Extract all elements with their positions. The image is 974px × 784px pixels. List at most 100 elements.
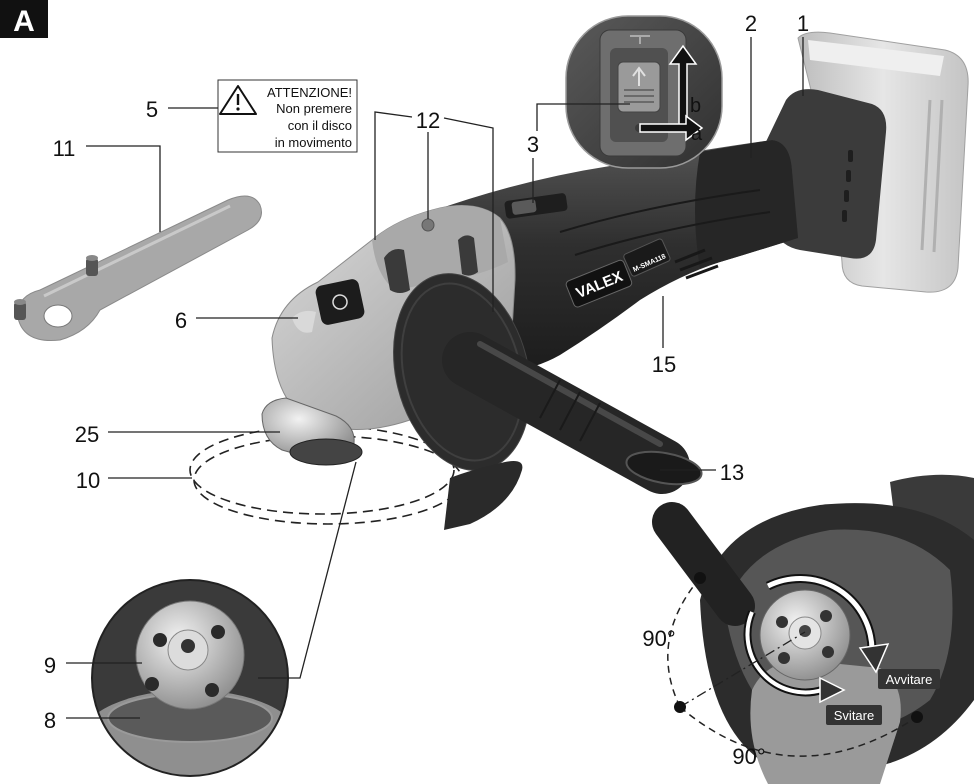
callout-10: 10 xyxy=(76,468,100,493)
vent-slot xyxy=(844,190,849,202)
inset-side-handle xyxy=(652,502,755,626)
wrench-highlight xyxy=(43,204,231,298)
power-button xyxy=(315,279,365,325)
wrench-hole xyxy=(43,304,73,328)
flange-hole xyxy=(211,625,225,639)
angle-arc xyxy=(679,706,918,757)
warning-title: ATTENZIONE! xyxy=(267,85,352,100)
callout-25: 25 xyxy=(75,422,99,447)
flange-hole xyxy=(822,646,834,658)
wrench-pin-top xyxy=(86,255,98,261)
warning-triangle-icon xyxy=(219,85,257,115)
tighten-label: Avvitare xyxy=(886,672,933,687)
angle-arc xyxy=(667,577,701,708)
flange-hole xyxy=(153,633,167,647)
callout-3: 3 xyxy=(527,132,539,157)
callout-8: 8 xyxy=(44,708,56,733)
flange-hole xyxy=(778,652,790,664)
battery-rib xyxy=(920,99,944,253)
brand-badge-box xyxy=(565,259,633,308)
head-vent xyxy=(384,249,410,293)
leader-flange-inset xyxy=(258,461,357,679)
angle-point xyxy=(674,701,686,713)
guard-lower xyxy=(444,461,523,530)
vent-slot xyxy=(842,210,847,222)
flange-nut xyxy=(289,438,363,466)
callout-11: 11 xyxy=(53,136,76,161)
wrench-pin-top xyxy=(14,299,26,305)
angle-point xyxy=(694,572,706,584)
callout-12: 12 xyxy=(416,108,440,133)
side-handle-ridges xyxy=(539,379,601,442)
leader-lines xyxy=(66,37,804,719)
vent-slot xyxy=(846,170,851,182)
angle-label: 90° xyxy=(642,626,675,651)
callout-1: 1 xyxy=(797,11,809,36)
body-groove xyxy=(674,248,719,280)
model-badge-box xyxy=(623,238,671,277)
callout-numbers: 1 2 3 5 6 8 9 10 11 12 13 15 25 xyxy=(44,11,809,733)
wrench-pin xyxy=(14,302,26,320)
battery-top xyxy=(808,40,944,76)
mounting-inset: 90° 90° Avvitare Svitare xyxy=(642,474,974,784)
power-button-body xyxy=(315,279,365,325)
leader-12-right xyxy=(443,117,494,312)
flange-hole xyxy=(205,683,219,697)
switch-inset-slider-ridges xyxy=(624,89,654,103)
body-groove xyxy=(559,189,771,256)
warning-line: Non premere xyxy=(276,101,352,116)
angle-reference-line xyxy=(679,631,806,708)
spindle-lock xyxy=(421,218,435,232)
side-handle-end-cap xyxy=(625,450,703,486)
switch-inset: b a xyxy=(565,15,723,169)
leader-3-inset xyxy=(536,103,630,131)
warning-label: ATTENZIONE! Non premere con il disco in … xyxy=(217,79,358,153)
figure-label: A xyxy=(0,0,48,38)
callout-6: 6 xyxy=(175,308,187,333)
tighten-label-box xyxy=(878,669,940,689)
figure-label-text: A xyxy=(13,5,35,38)
loosen-label: Svitare xyxy=(834,708,874,723)
pin-wrench xyxy=(14,195,262,342)
nose-highlight xyxy=(292,310,316,333)
callout-9: 9 xyxy=(44,653,56,678)
switch-inset-frame xyxy=(565,15,723,169)
switch-inset-mark xyxy=(630,35,650,44)
side-handle-grip xyxy=(442,332,690,494)
warning-line: in movimento xyxy=(275,135,352,150)
loosen-label-box xyxy=(826,705,882,725)
callout-13: 13 xyxy=(720,460,744,485)
wrench-pin xyxy=(86,258,98,276)
slider-arrow-icon xyxy=(632,66,646,86)
wrench-body xyxy=(17,195,262,342)
callout-5: 5 xyxy=(146,97,158,122)
tighten-arrow-icon xyxy=(766,574,890,674)
side-handle-highlight xyxy=(477,341,663,447)
flange-assembly xyxy=(261,397,363,466)
leader-11 xyxy=(86,145,161,232)
angle-label: 90° xyxy=(732,744,765,769)
motor-body xyxy=(430,140,798,372)
vent-slot xyxy=(848,150,853,162)
switch-right-label: a xyxy=(691,123,703,145)
slide-switch xyxy=(504,193,568,219)
side-handle xyxy=(442,332,703,494)
switch-inset-slider xyxy=(617,61,661,113)
switch-up-label: b xyxy=(690,95,701,117)
power-icon xyxy=(332,294,348,310)
slide-switch-knob xyxy=(511,199,537,215)
callout-15: 15 xyxy=(652,352,676,377)
head-vent xyxy=(458,235,478,276)
figure-label-box xyxy=(0,0,48,38)
spindle-pin xyxy=(181,639,195,653)
flange-hole xyxy=(820,610,832,622)
leader-12-left xyxy=(374,111,413,240)
loosen-arrow-icon xyxy=(743,610,846,704)
flange-hole xyxy=(776,616,788,628)
grip-zone xyxy=(695,140,798,268)
arrow-right-icon xyxy=(639,114,704,142)
callout-2: 2 xyxy=(745,11,757,36)
flange-hole xyxy=(145,677,159,691)
warning-line: con il disco xyxy=(288,118,352,133)
